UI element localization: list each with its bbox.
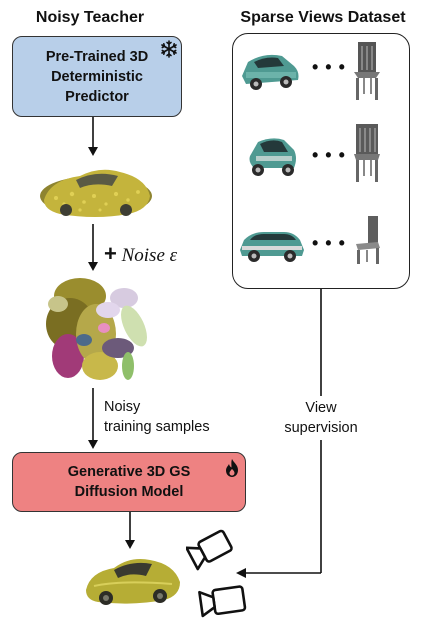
view-supervision-line-2: supervision xyxy=(280,418,362,438)
view-supervision-line-1: View xyxy=(280,398,362,418)
view-supervision-label: View supervision xyxy=(280,396,362,440)
